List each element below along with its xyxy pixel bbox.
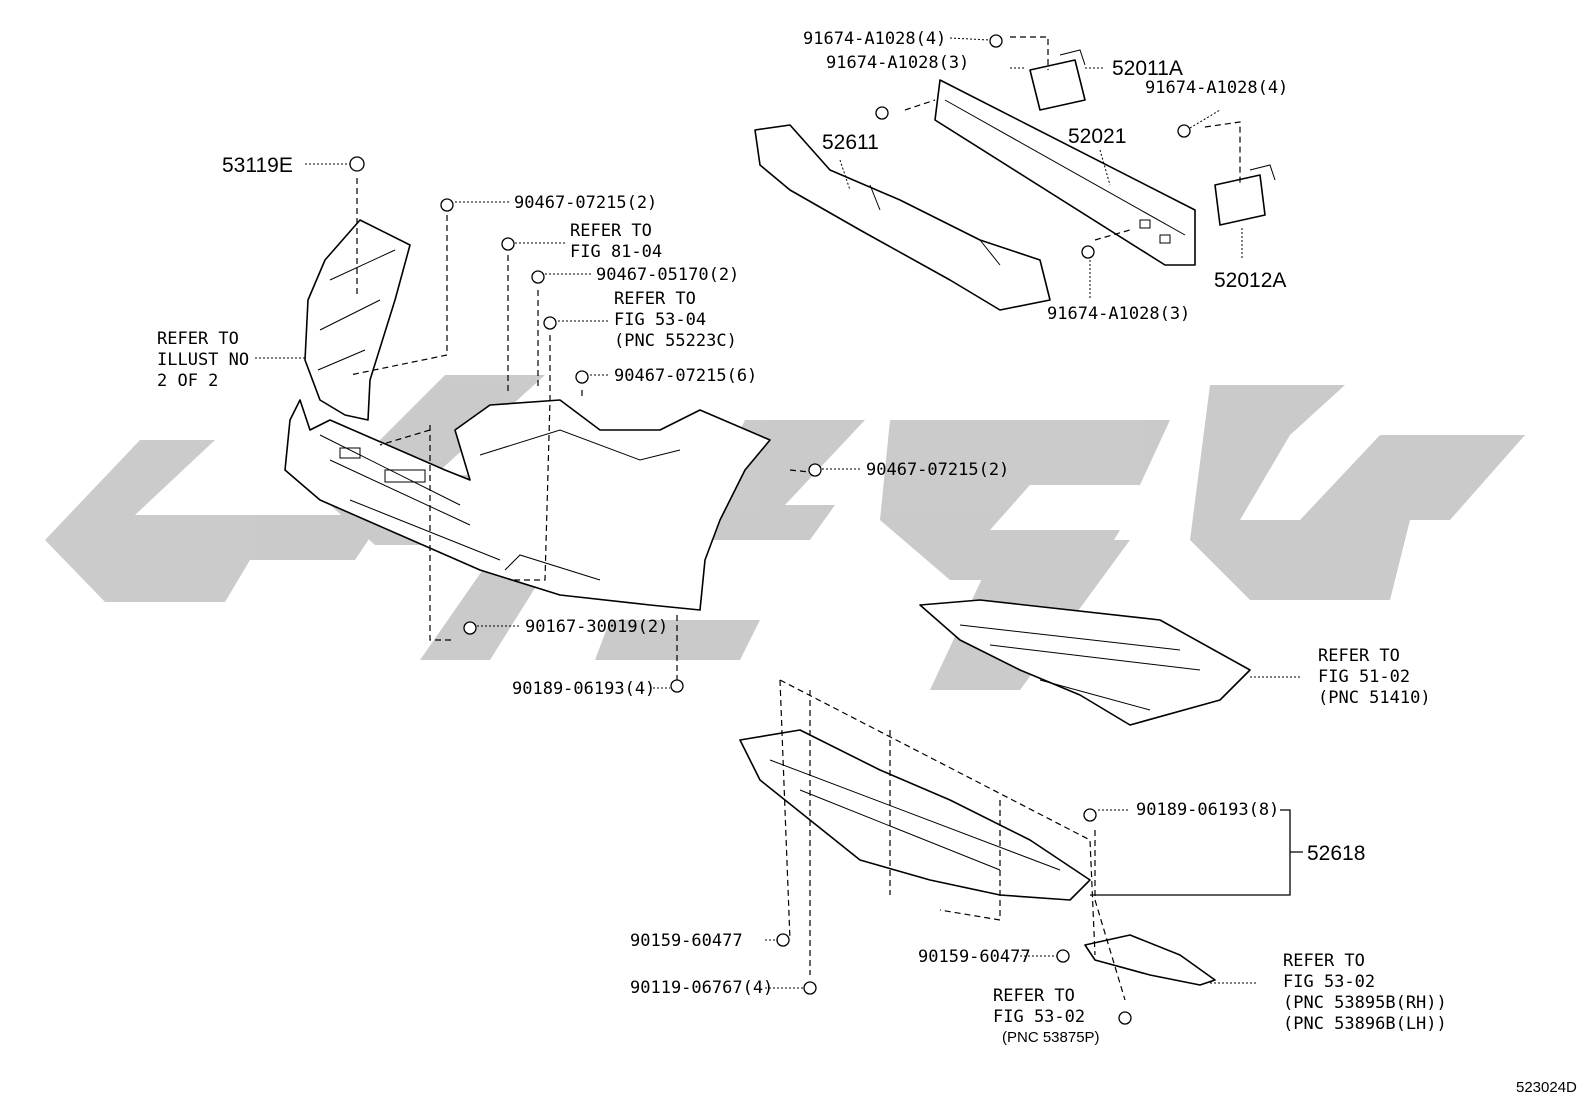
front-lower-cover [739,729,1091,901]
clip-refer-53-04 [543,316,557,330]
label-91674-a1028-4b: 91674-A1028(4) [1145,78,1288,98]
label-refer-53-02b-line3: (PNC 53895B(RH)) [1283,993,1447,1013]
label-90467-05170-2: 90467-05170(2) [596,265,739,285]
bolt-90119-06767 [803,981,817,995]
clip-90467-07215b [575,370,589,384]
nut-90189-06193a [670,679,684,693]
fasteners [349,34,1191,1025]
label-refer-53-04-line1: REFER TO [614,289,696,309]
label-90159-60477-a: 90159-60477 [630,931,743,951]
label-refer-53-02a-line2: FIG 53-02 [993,1007,1085,1027]
watermark-logo [45,375,1525,690]
label-90119-06767-4: 90119-06767(4) [630,978,773,998]
label-90467-07215-6: 90467-07215(6) [614,366,757,386]
bumper-reinforcement [934,79,1196,266]
label-90189-06193-4: 90189-06193(4) [512,679,655,699]
bolt-91674-a1028b [875,106,889,120]
label-91674-a1028-4a: 91674-A1028(4) [803,29,946,49]
label-refer-51-02-line3: (PNC 51410) [1318,688,1431,708]
label-refer-81-04-line2: FIG 81-04 [570,242,662,262]
label-52618: 52618 [1307,842,1365,865]
bolt-91674-a1028a [989,34,1003,48]
label-52012a: 52012A [1214,269,1286,292]
bolt-90159-60477a [776,933,790,947]
label-52011a: 52011A [1112,57,1183,80]
label-refer-53-02b-line2: FIG 53-02 [1283,972,1375,992]
label-refer-53-02a-line3: (PNC 53875P) [1002,1029,1100,1046]
label-refer-51-02-line1: REFER TO [1318,646,1400,666]
label-refer-53-02b-line1: REFER TO [1283,951,1365,971]
clip-90467-07215c [808,463,822,477]
clip-90467-07215a [440,198,454,212]
bumper-cover [284,399,771,611]
label-refer-illust-line2: ILLUST NO [157,350,249,370]
label-refer-53-02a-line1: REFER TO [993,986,1075,1006]
bumper-side-panel [304,219,411,421]
engine-under-cover [919,599,1251,726]
clip-90467-05170 [531,270,545,284]
label-refer-51-02-line2: FIG 51-02 [1318,667,1410,687]
labels: 53119E 90467-07215(2) REFER TO FIG 81-04… [157,29,1577,1096]
label-refer-53-04-line2: FIG 53-04 [614,310,706,330]
label-91674-a1028-3a: 91674-A1028(3) [826,53,969,73]
label-53119e: 53119E [222,154,293,177]
bracket-rh [1029,49,1086,111]
label-91674-a1028-3b: 91674-A1028(3) [1047,304,1190,324]
label-refer-illust-line1: REFER TO [157,329,239,349]
label-52611: 52611 [822,131,879,154]
bumper-absorber [754,124,1051,311]
label-90467-07215-2b: 90467-07215(2) [866,460,1009,480]
nut-90189-06193b [1083,808,1097,822]
bolt-91674-a1028d [1081,245,1095,259]
label-90167-30019-2: 90167-30019(2) [525,617,668,637]
label-refer-illust-line3: 2 OF 2 [157,371,218,391]
figure-code: 523024D [1516,1079,1577,1096]
leader-lines [255,37,1303,989]
label-refer-81-04-line1: REFER TO [570,221,652,241]
bolt-90167-30019 [463,621,477,635]
label-90159-60477-b: 90159-60477 [918,947,1031,967]
bracket-lh [1214,164,1276,226]
label-refer-53-02b-line4: (PNC 53896B(LH)) [1283,1014,1447,1034]
side-spat [1084,934,1216,986]
label-90189-06193-8: 90189-06193(8) [1136,800,1279,820]
bolt-91674-a1028c [1177,124,1191,138]
assembly-lines [349,36,1241,1001]
bolt-90159-60477b [1056,949,1070,963]
label-refer-53-04-line3: (PNC 55223C) [614,331,737,351]
label-90467-07215-2a: 90467-07215(2) [514,193,657,213]
label-52021: 52021 [1068,125,1126,148]
clip-53119e [349,156,365,172]
clip-refer-81-04 [501,237,515,251]
bolt-spat [1118,1011,1132,1025]
